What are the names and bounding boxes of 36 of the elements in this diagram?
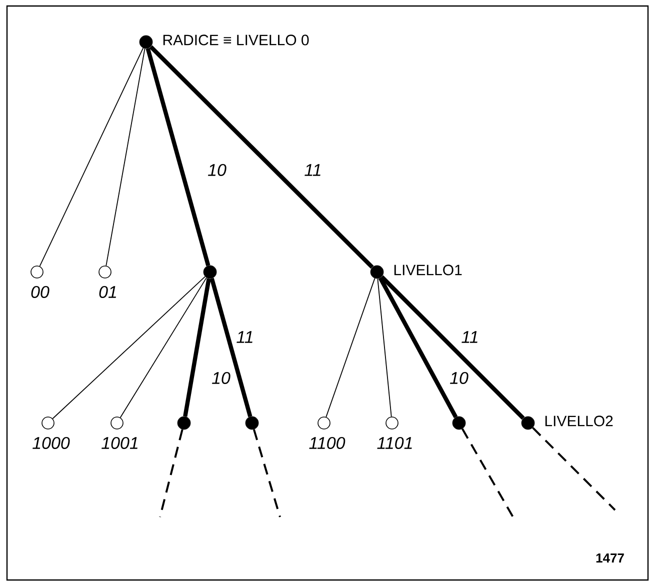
branch-line (377, 278, 392, 418)
edge-label: 10 (448, 370, 470, 385)
branch-line (52, 276, 206, 420)
branch-line (106, 48, 146, 266)
branch-line (183, 278, 211, 417)
code-label: 1101 (377, 436, 412, 449)
edge-label: 10 (206, 162, 228, 177)
dashed-line (532, 427, 616, 511)
branch-line (120, 277, 207, 418)
level-label: LIVELLO1 (394, 264, 462, 276)
edge-label: 10 (210, 370, 232, 385)
code-label: 1000 (32, 436, 70, 449)
filled-node (177, 416, 191, 430)
branch-line (380, 275, 525, 420)
level-label: RADICE ≡ LIVELLO 0 (163, 34, 309, 46)
filled-node (245, 416, 259, 430)
code-label: 1001 (102, 436, 138, 449)
figure-number: 1477 (596, 554, 624, 562)
filled-node (452, 416, 466, 430)
branch-line (146, 48, 210, 266)
dashed-line (159, 429, 184, 518)
level-label: LIVELLO2 (545, 416, 613, 426)
branch-line (149, 45, 374, 269)
code-label: 1100 (309, 436, 346, 449)
edge-label: 11 (235, 330, 255, 344)
filled-node (203, 265, 217, 279)
edge-label: 11 (303, 163, 323, 177)
branch-line (210, 278, 252, 418)
code-label: 01 (99, 286, 116, 298)
branch-line (378, 276, 458, 418)
edge-label: 11 (460, 330, 480, 344)
dashed-line (252, 429, 281, 518)
dashed-line (461, 428, 514, 518)
code-label: 00 (31, 286, 50, 298)
branch-line (39, 48, 144, 267)
branch-line (326, 278, 376, 418)
